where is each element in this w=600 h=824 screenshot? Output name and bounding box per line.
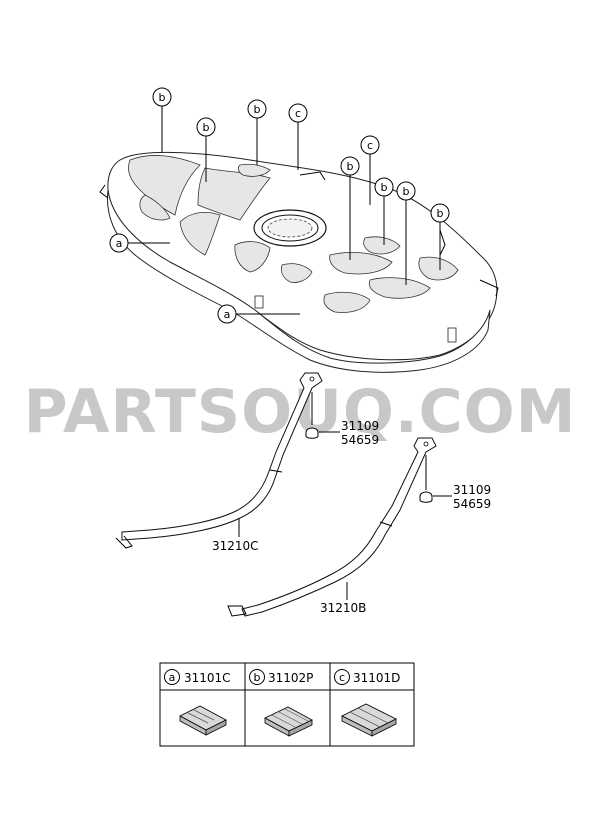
callout-b-6: b xyxy=(396,181,416,201)
callout-b-3: b xyxy=(247,99,267,119)
callout-letter: b xyxy=(159,91,166,104)
callout-letter: c xyxy=(295,107,301,120)
pad-a-illustration xyxy=(179,705,227,736)
part-label-bolt-2: 31109 xyxy=(453,483,491,497)
callout-letter: c xyxy=(367,139,373,152)
legend-item-c: c 31101D xyxy=(334,669,400,685)
part-label-strap-2: 31210B xyxy=(320,601,366,615)
strap-31210b xyxy=(227,437,437,617)
callout-letter: b xyxy=(381,181,388,194)
bolt-1 xyxy=(305,392,340,439)
callout-letter: b xyxy=(203,121,210,134)
callout-b-2: b xyxy=(196,117,216,137)
callout-b-7: b xyxy=(430,203,450,223)
callout-a-1: a xyxy=(109,233,129,253)
legend-letter: a xyxy=(169,671,176,684)
legend-letter: c xyxy=(339,671,345,684)
pad-b-illustration xyxy=(264,706,313,737)
callout-c-1: c xyxy=(288,103,308,123)
pad-c-illustration xyxy=(341,703,397,737)
callout-letter: b xyxy=(254,103,261,116)
legend-item-a: a 31101C xyxy=(164,669,231,685)
callout-letter: b xyxy=(437,207,444,220)
part-label-bolt-2-alt: 54659 xyxy=(453,497,491,511)
callout-b-5: b xyxy=(374,177,394,197)
strap-31210c xyxy=(115,372,323,549)
part-label-bolt-1-alt: 54659 xyxy=(341,433,379,447)
legend-item-b: b 31102P xyxy=(249,669,313,685)
bolt-2 xyxy=(419,455,452,503)
legend-letter: b xyxy=(254,671,261,684)
callout-letter: a xyxy=(224,308,231,321)
legend-part-number: 31101D xyxy=(353,671,400,685)
callout-letter: b xyxy=(403,185,410,198)
callout-b-4: b xyxy=(340,156,360,176)
legend-part-number: 31102P xyxy=(268,671,313,685)
callout-leaders xyxy=(128,106,441,315)
callout-a-2: a xyxy=(217,304,237,324)
part-label-strap-1: 31210C xyxy=(212,539,259,553)
callout-letter: b xyxy=(347,160,354,173)
legend-part-number: 31101C xyxy=(184,671,231,685)
part-label-bolt-1: 31109 xyxy=(341,419,379,433)
fuel-tank xyxy=(99,151,499,373)
callout-c-2: c xyxy=(360,135,380,155)
legend-table: a 31101C b 31102P c 31101D xyxy=(159,662,415,747)
callout-letter: a xyxy=(116,237,123,250)
callout-b-1: b xyxy=(152,87,172,107)
